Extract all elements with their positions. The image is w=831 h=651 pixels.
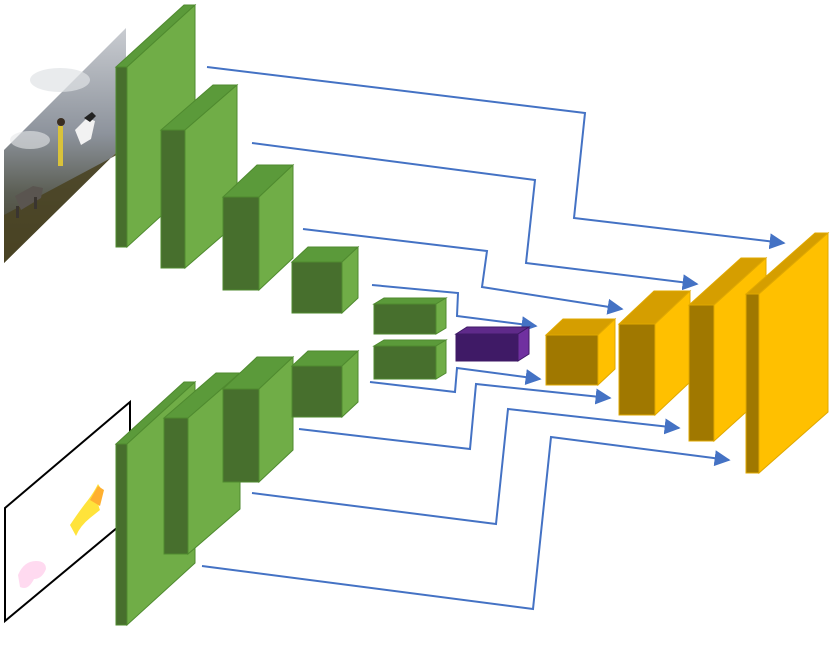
- encoder-top-block-2-left-face: [160, 129, 186, 269]
- encoder-bottom-block-2-left-face: [163, 417, 189, 555]
- rgb-photo-input: [4, 28, 126, 263]
- skip-connection-top-3: [302, 228, 624, 315]
- skip-connection-top-4: [371, 284, 538, 333]
- encoder-top-block-5-left-face: [373, 303, 437, 335]
- encoder-top-block-4: [290, 245, 360, 315]
- layer-blocks: [114, 3, 830, 627]
- encoder-bottom-block-5-left-face: [373, 345, 437, 380]
- decoder-block-1-left-face: [545, 334, 599, 386]
- skip-connection-bottom-1: [201, 435, 731, 611]
- encoder-bottom-block-1-left-face: [115, 443, 128, 626]
- encoder-bottom-block-5: [372, 339, 448, 380]
- skip-connection-top-1: [206, 66, 786, 250]
- encoder-bottom-block-3: [221, 355, 295, 484]
- decoder-block-3-left-face: [688, 304, 715, 442]
- encoder-bottom-block-5-top-face: [372, 339, 448, 347]
- decoder-block-2: [617, 289, 692, 417]
- encoder-top-block-1-left-face: [115, 66, 128, 248]
- decoder-block-2-left-face: [618, 323, 656, 416]
- segmentation-mask-input: [4, 399, 131, 624]
- encoder-bottom-block-3-left-face: [222, 388, 260, 483]
- encoder-top-block-5-right-face: [435, 297, 447, 335]
- decoder-block-4: [744, 231, 830, 475]
- skip-connection-bottom-4: [369, 366, 542, 394]
- encoder-top-block-5: [372, 297, 448, 335]
- encoder-top-block-3-left-face: [222, 196, 260, 291]
- encoder-bottom-block-4: [290, 349, 360, 419]
- bottleneck-block-top-face: [454, 326, 531, 335]
- input-images: [4, 28, 131, 624]
- skip-connection-top-2: [251, 142, 699, 291]
- encoder-top-block-3-right-face: [258, 163, 294, 292]
- encoder-top-block-3: [221, 163, 295, 292]
- encoder-bottom-block-4-right-face: [341, 349, 359, 419]
- decoder-block-4-left-face: [745, 293, 760, 474]
- skip-connections: [201, 66, 786, 611]
- encoder-top-block-4-right-face: [341, 245, 359, 315]
- encoder-top-block-5-top-face: [372, 297, 448, 305]
- encoder-bottom-block-3-right-face: [258, 355, 294, 484]
- encoder-bottom-block-4-left-face: [291, 365, 343, 418]
- encoder-bottom-block-2: [162, 371, 242, 556]
- bottleneck-block-left-face: [455, 333, 519, 362]
- encoder-top-block-4-left-face: [291, 261, 343, 314]
- skip-connection-bottom-2: [251, 407, 681, 526]
- bottleneck-block-right-face: [517, 326, 530, 362]
- encoder-bottom-block-5-right-face: [435, 339, 447, 380]
- decoder-block-1: [544, 317, 617, 387]
- bottleneck-block: [454, 326, 531, 362]
- decoder-block-4-right-face: [758, 231, 829, 475]
- skip-connection-bottom-3: [298, 382, 612, 451]
- decoder-block-1-right-face: [597, 317, 616, 387]
